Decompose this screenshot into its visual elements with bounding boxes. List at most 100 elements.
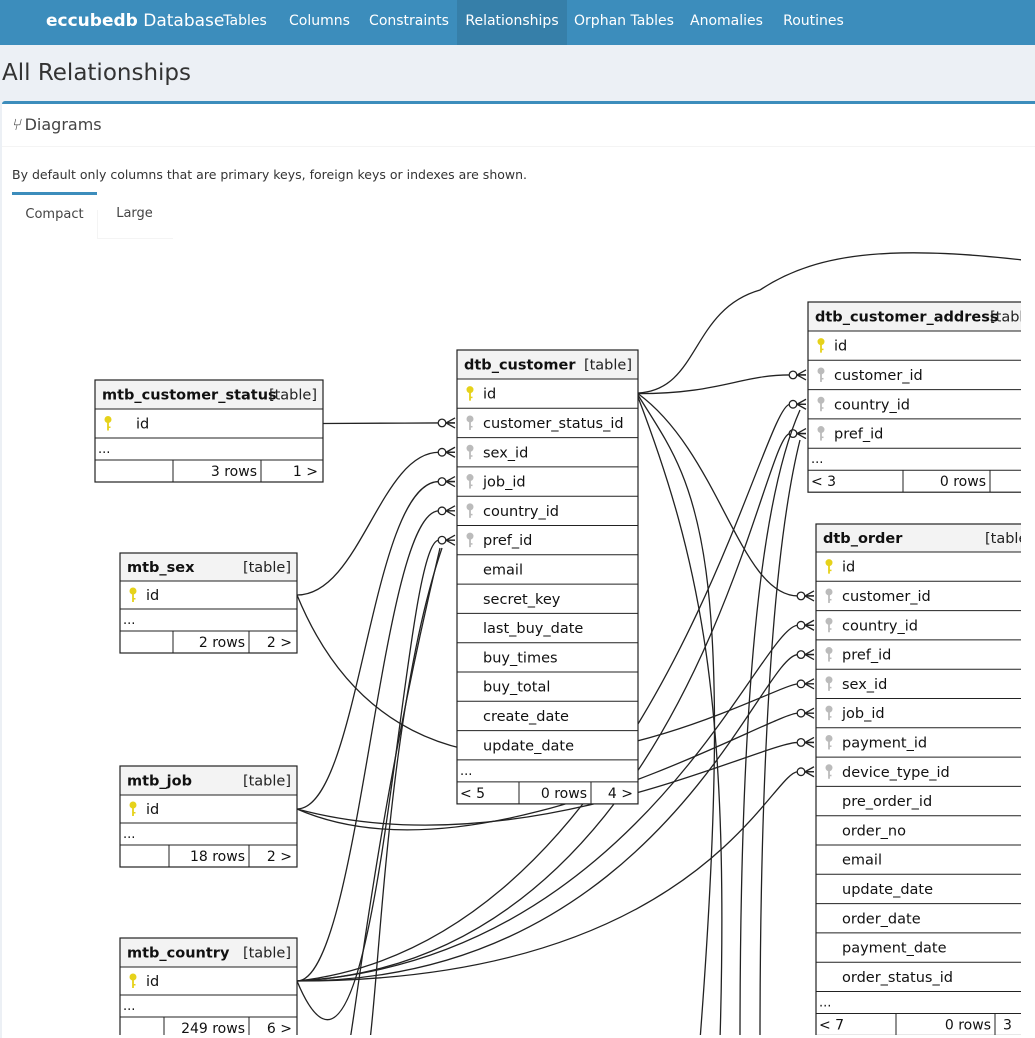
column-row: update_date: [842, 882, 933, 898]
column-row: pref_id: [817, 426, 883, 443]
column-row: email: [483, 562, 523, 578]
column-row: buy_times: [483, 650, 558, 666]
tab-compact[interactable]: Compact: [12, 192, 97, 237]
column-name: id: [136, 417, 149, 433]
table-name: mtb_customer_status: [102, 388, 277, 404]
table-dtb-customer[interactable]: dtb_customer[table]idcustomer_status_ids…: [456, 349, 639, 805]
primary-key-icon: [129, 587, 137, 602]
nav-anomalies[interactable]: Anomalies: [690, 13, 763, 29]
column-row: id: [129, 587, 159, 604]
column-name: device_type_id: [842, 765, 950, 781]
primary-key-icon: [817, 338, 825, 353]
column-name: payment_date: [842, 941, 947, 957]
relationship-edge: [637, 393, 815, 602]
foreign-key-icon: [825, 588, 833, 603]
column-name: country_id: [483, 504, 559, 520]
table-name: dtb_customer: [464, 358, 576, 374]
column-row: buy_total: [483, 680, 550, 696]
column-name: pref_id: [483, 533, 532, 549]
foreign-key-icon: [817, 367, 825, 382]
footer-rows: 0 rows: [945, 1018, 991, 1034]
column-row: pref_id: [825, 647, 891, 664]
footer-rows: 0 rows: [940, 474, 986, 490]
primary-key-icon: [466, 386, 474, 401]
footer-rows: 249 rows: [181, 1021, 245, 1035]
column-name: email: [842, 853, 882, 869]
column-name: customer_id: [834, 368, 923, 384]
column-name: customer_status_id: [483, 416, 624, 432]
column-row: create_date: [483, 709, 569, 725]
nav-orphan-tables[interactable]: Orphan Tables: [574, 13, 674, 29]
foreign-key-icon: [466, 415, 474, 430]
relationship-edge: [296, 475, 456, 810]
column-row: country_id: [466, 503, 559, 520]
primary-key-icon: [104, 416, 112, 431]
column-name: job_id: [841, 706, 885, 722]
column-name: update_date: [483, 738, 574, 754]
column-name: id: [146, 974, 159, 990]
column-name: customer_id: [842, 589, 931, 605]
nav-tables[interactable]: Tables: [223, 13, 267, 29]
footer-rows: 3 rows: [211, 464, 257, 480]
table-kind: [table]: [243, 560, 291, 576]
column-row: customer_status_id: [466, 415, 624, 432]
brand-link[interactable]: eccubedb Database: [46, 0, 224, 45]
column-row: id: [129, 973, 159, 990]
column-name: email: [483, 562, 523, 578]
column-row: id: [466, 386, 496, 403]
foreign-key-icon: [825, 647, 833, 662]
more-columns-ellipsis: ...: [460, 764, 472, 779]
column-row: order_no: [842, 823, 906, 839]
column-row: job_id: [825, 705, 885, 722]
relationship-edge: [296, 766, 815, 982]
code-fork-icon: ⑂: [11, 115, 21, 134]
column-name: job_id: [482, 475, 526, 491]
nav-routines[interactable]: Routines: [783, 13, 844, 29]
column-name: sex_id: [842, 677, 887, 693]
table-kind: [table]: [269, 388, 317, 404]
foreign-key-icon: [466, 474, 474, 489]
top-navbar: eccubedb Database Tables Columns Constra…: [0, 0, 1035, 45]
foreign-key-icon: [466, 532, 474, 548]
column-row: sex_id: [825, 676, 887, 693]
tab-large[interactable]: Large: [116, 206, 153, 221]
foreign-key-icon: [825, 764, 833, 779]
column-name: pref_id: [834, 427, 883, 443]
relationship-edges: [296, 252, 1021, 1035]
nav-constraints[interactable]: Constraints: [369, 13, 449, 29]
foreign-key-icon: [817, 396, 825, 412]
footer-children: 4 >: [608, 786, 633, 802]
column-name: order_status_id: [842, 970, 953, 986]
nav-columns[interactable]: Columns: [289, 13, 350, 29]
relationship-edge: [296, 648, 815, 982]
column-row: id: [129, 801, 159, 818]
column-name: id: [146, 588, 159, 604]
table-dtb-order[interactable]: dtb_order[table]idcustomer_idcountry_idp…: [815, 523, 1035, 1035]
footer-children: 2 >: [267, 635, 292, 651]
footer-rows: 0 rows: [541, 786, 587, 802]
more-columns-ellipsis: ...: [123, 613, 135, 628]
column-name: last_buy_date: [483, 621, 583, 637]
column-name: buy_times: [483, 650, 558, 666]
column-row: id: [825, 559, 855, 576]
page-title: All Relationships: [2, 60, 191, 86]
footer-rows: 18 rows: [190, 849, 245, 865]
column-row: pre_order_id: [842, 794, 932, 810]
column-name: secret_key: [483, 592, 561, 608]
table-kind: [table]: [990, 310, 1035, 326]
column-row: secret_key: [483, 592, 561, 608]
footer-children: 6 >: [267, 1021, 292, 1035]
column-name: order_date: [842, 911, 921, 927]
nav-relationships[interactable]: Relationships: [457, 0, 567, 45]
column-row: device_type_id: [825, 764, 950, 781]
footer-parents: < 7: [819, 1018, 844, 1034]
more-columns-ellipsis: ...: [123, 999, 135, 1014]
column-name: update_date: [842, 882, 933, 898]
foreign-key-icon: [466, 444, 474, 460]
table-dtb-customer-address[interactable]: dtb_customer_address[table]idcustomer_id…: [807, 301, 1035, 493]
table-name: mtb_sex: [127, 560, 195, 576]
